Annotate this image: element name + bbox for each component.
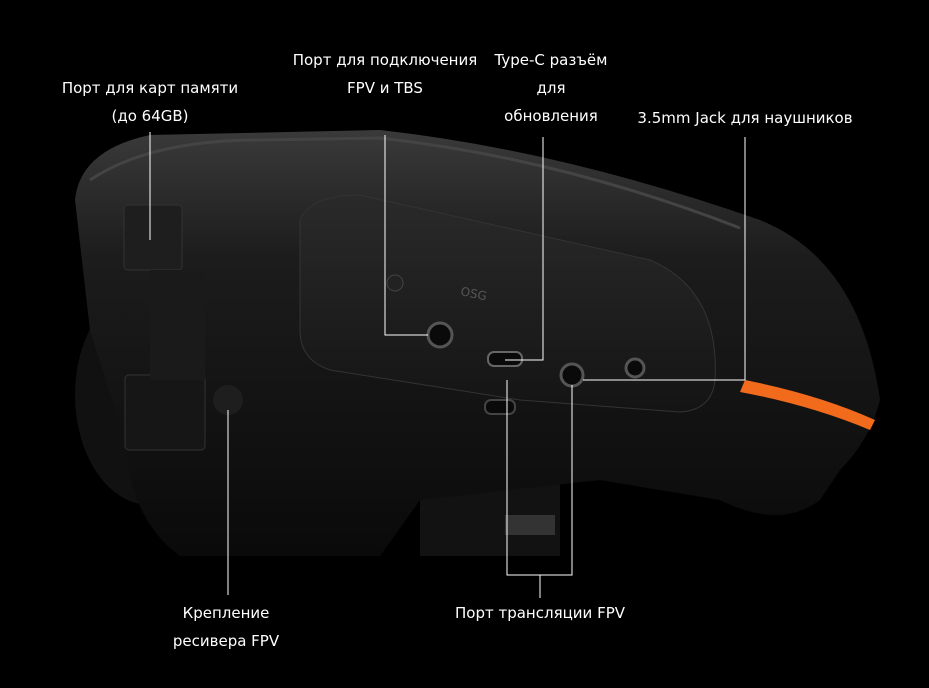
leader-lines: [149, 132, 746, 598]
label-line: (до 64GB): [111, 107, 189, 125]
jack-label: 3.5mm Jack для наушников: [637, 104, 852, 132]
fpv-tbs-port: [426, 321, 454, 349]
label-line: Крепление: [182, 604, 270, 622]
fpv-broadcast-port: [559, 362, 585, 388]
label-line: ресивера FPV: [172, 632, 280, 650]
memory-card-slot: [123, 204, 183, 271]
label-line: FPV и TBS: [347, 79, 423, 97]
osd-marking: OSG: [459, 284, 488, 303]
type-c-port: [487, 351, 523, 367]
fpv-tbs-label: Порт для подключения FPV и TBS: [293, 46, 478, 102]
headphone-jack: [624, 357, 646, 379]
memory-card-label: Порт для карт памяти (до 64GB): [62, 74, 238, 130]
label-line: Порт трансляции FPV: [454, 604, 626, 622]
side-port-panel: [299, 194, 716, 413]
screw: [386, 274, 404, 292]
label-line: 3.5mm Jack для наушников: [637, 109, 853, 127]
orange-accent: [740, 380, 875, 430]
label-line: Порт для подключения: [292, 51, 478, 69]
receiver-mount: [124, 374, 206, 451]
label-line: Type-C разъём: [494, 51, 608, 69]
type-c-label: Type-C разъём для обновления: [495, 46, 608, 130]
label-line: обновления: [504, 107, 598, 125]
label-line: для: [536, 79, 566, 97]
label-line: Порт для карт памяти: [61, 79, 239, 97]
receiver-mount-label: Крепление ресивера FPV: [173, 599, 279, 655]
fpv-broadcast-label: Порт трансляции FPV: [455, 599, 625, 627]
